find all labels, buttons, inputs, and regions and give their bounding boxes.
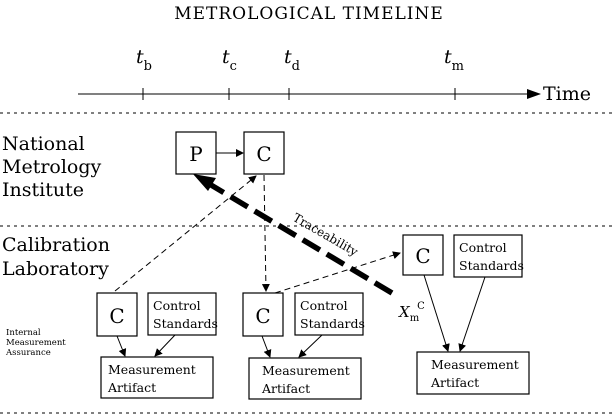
svg-text:C: C (255, 304, 270, 328)
traceability-arrow (204, 179, 394, 296)
timeline-arrowhead (527, 89, 541, 99)
arrow-cs-tm-to-artifact (458, 276, 486, 352)
svg-text:Measurement: Measurement (431, 357, 519, 372)
region-label-internal-measurement-assurance: Internal Measurement Assurance (5, 328, 68, 358)
svg-text:Standards: Standards (300, 316, 365, 331)
tick-label-td: td (284, 46, 300, 74)
svg-text:Standards: Standards (153, 316, 218, 331)
tick-label-tc: tc (222, 46, 237, 74)
calibration-box-td: C (242, 292, 284, 337)
timeline-ticks: tb tc td tm (136, 46, 464, 100)
svg-text:P: P (189, 142, 202, 166)
svg-text:Standards: Standards (459, 258, 524, 273)
svg-text:Artifact: Artifact (107, 380, 156, 395)
svg-text:Control: Control (300, 298, 348, 313)
region-label-nmi: National Metrology Institute (2, 133, 107, 201)
measurement-artifact-box-tb: Measurement Artifact (100, 356, 214, 399)
dashed-link-nmi-c-to-cd (261, 174, 270, 292)
arrow-cs-tb-to-artifact (154, 334, 176, 357)
measurement-artifact-box-td: Measurement Artifact (248, 357, 362, 400)
svg-text:Artifact: Artifact (430, 375, 479, 390)
svg-text:C: C (415, 244, 430, 268)
control-standards-box-tb: Control Standards (147, 292, 218, 336)
tick-label-tm: tm (444, 46, 464, 74)
control-standards-box-td: Control Standards (294, 292, 365, 336)
svg-text:Artifact: Artifact (261, 381, 310, 396)
arrow-cs-td-to-artifact (298, 334, 323, 358)
dashed-link-cd-to-cm (274, 251, 401, 294)
arrow-cd-to-artifact (261, 335, 272, 358)
svg-text:Control: Control (153, 298, 201, 313)
tick-label-tb: tb (136, 46, 152, 74)
nmi-calibration-box: C (243, 131, 285, 175)
lab-calibration-box-tm: C (402, 234, 444, 276)
time-axis-label: Time (543, 83, 591, 105)
arrow-cm-to-artifact (423, 274, 450, 352)
calibration-box-tb: C (96, 292, 138, 337)
measurement-artifact-box-tm: Measurement Artifact (416, 351, 530, 395)
traceability-label: Traceability (291, 210, 361, 259)
svg-text:C: C (256, 142, 271, 166)
control-standards-box-tm: Control Standards (453, 234, 524, 278)
primary-standard-box: P (175, 131, 217, 175)
svg-text:Measurement: Measurement (108, 362, 196, 377)
region-label-calibration-laboratory: Calibration Laboratory (2, 234, 116, 280)
dashed-link-cb-to-nmi-c (114, 175, 257, 292)
diagram-title: METROLOGICAL TIMELINE (174, 4, 444, 24)
svg-text:C: C (109, 304, 124, 328)
traceability-arrowhead (193, 174, 216, 191)
svg-text:Measurement: Measurement (262, 363, 350, 378)
measured-value-label: XmC (398, 301, 425, 324)
arrow-cb-to-artifact (116, 335, 127, 357)
svg-text:Control: Control (459, 240, 507, 255)
